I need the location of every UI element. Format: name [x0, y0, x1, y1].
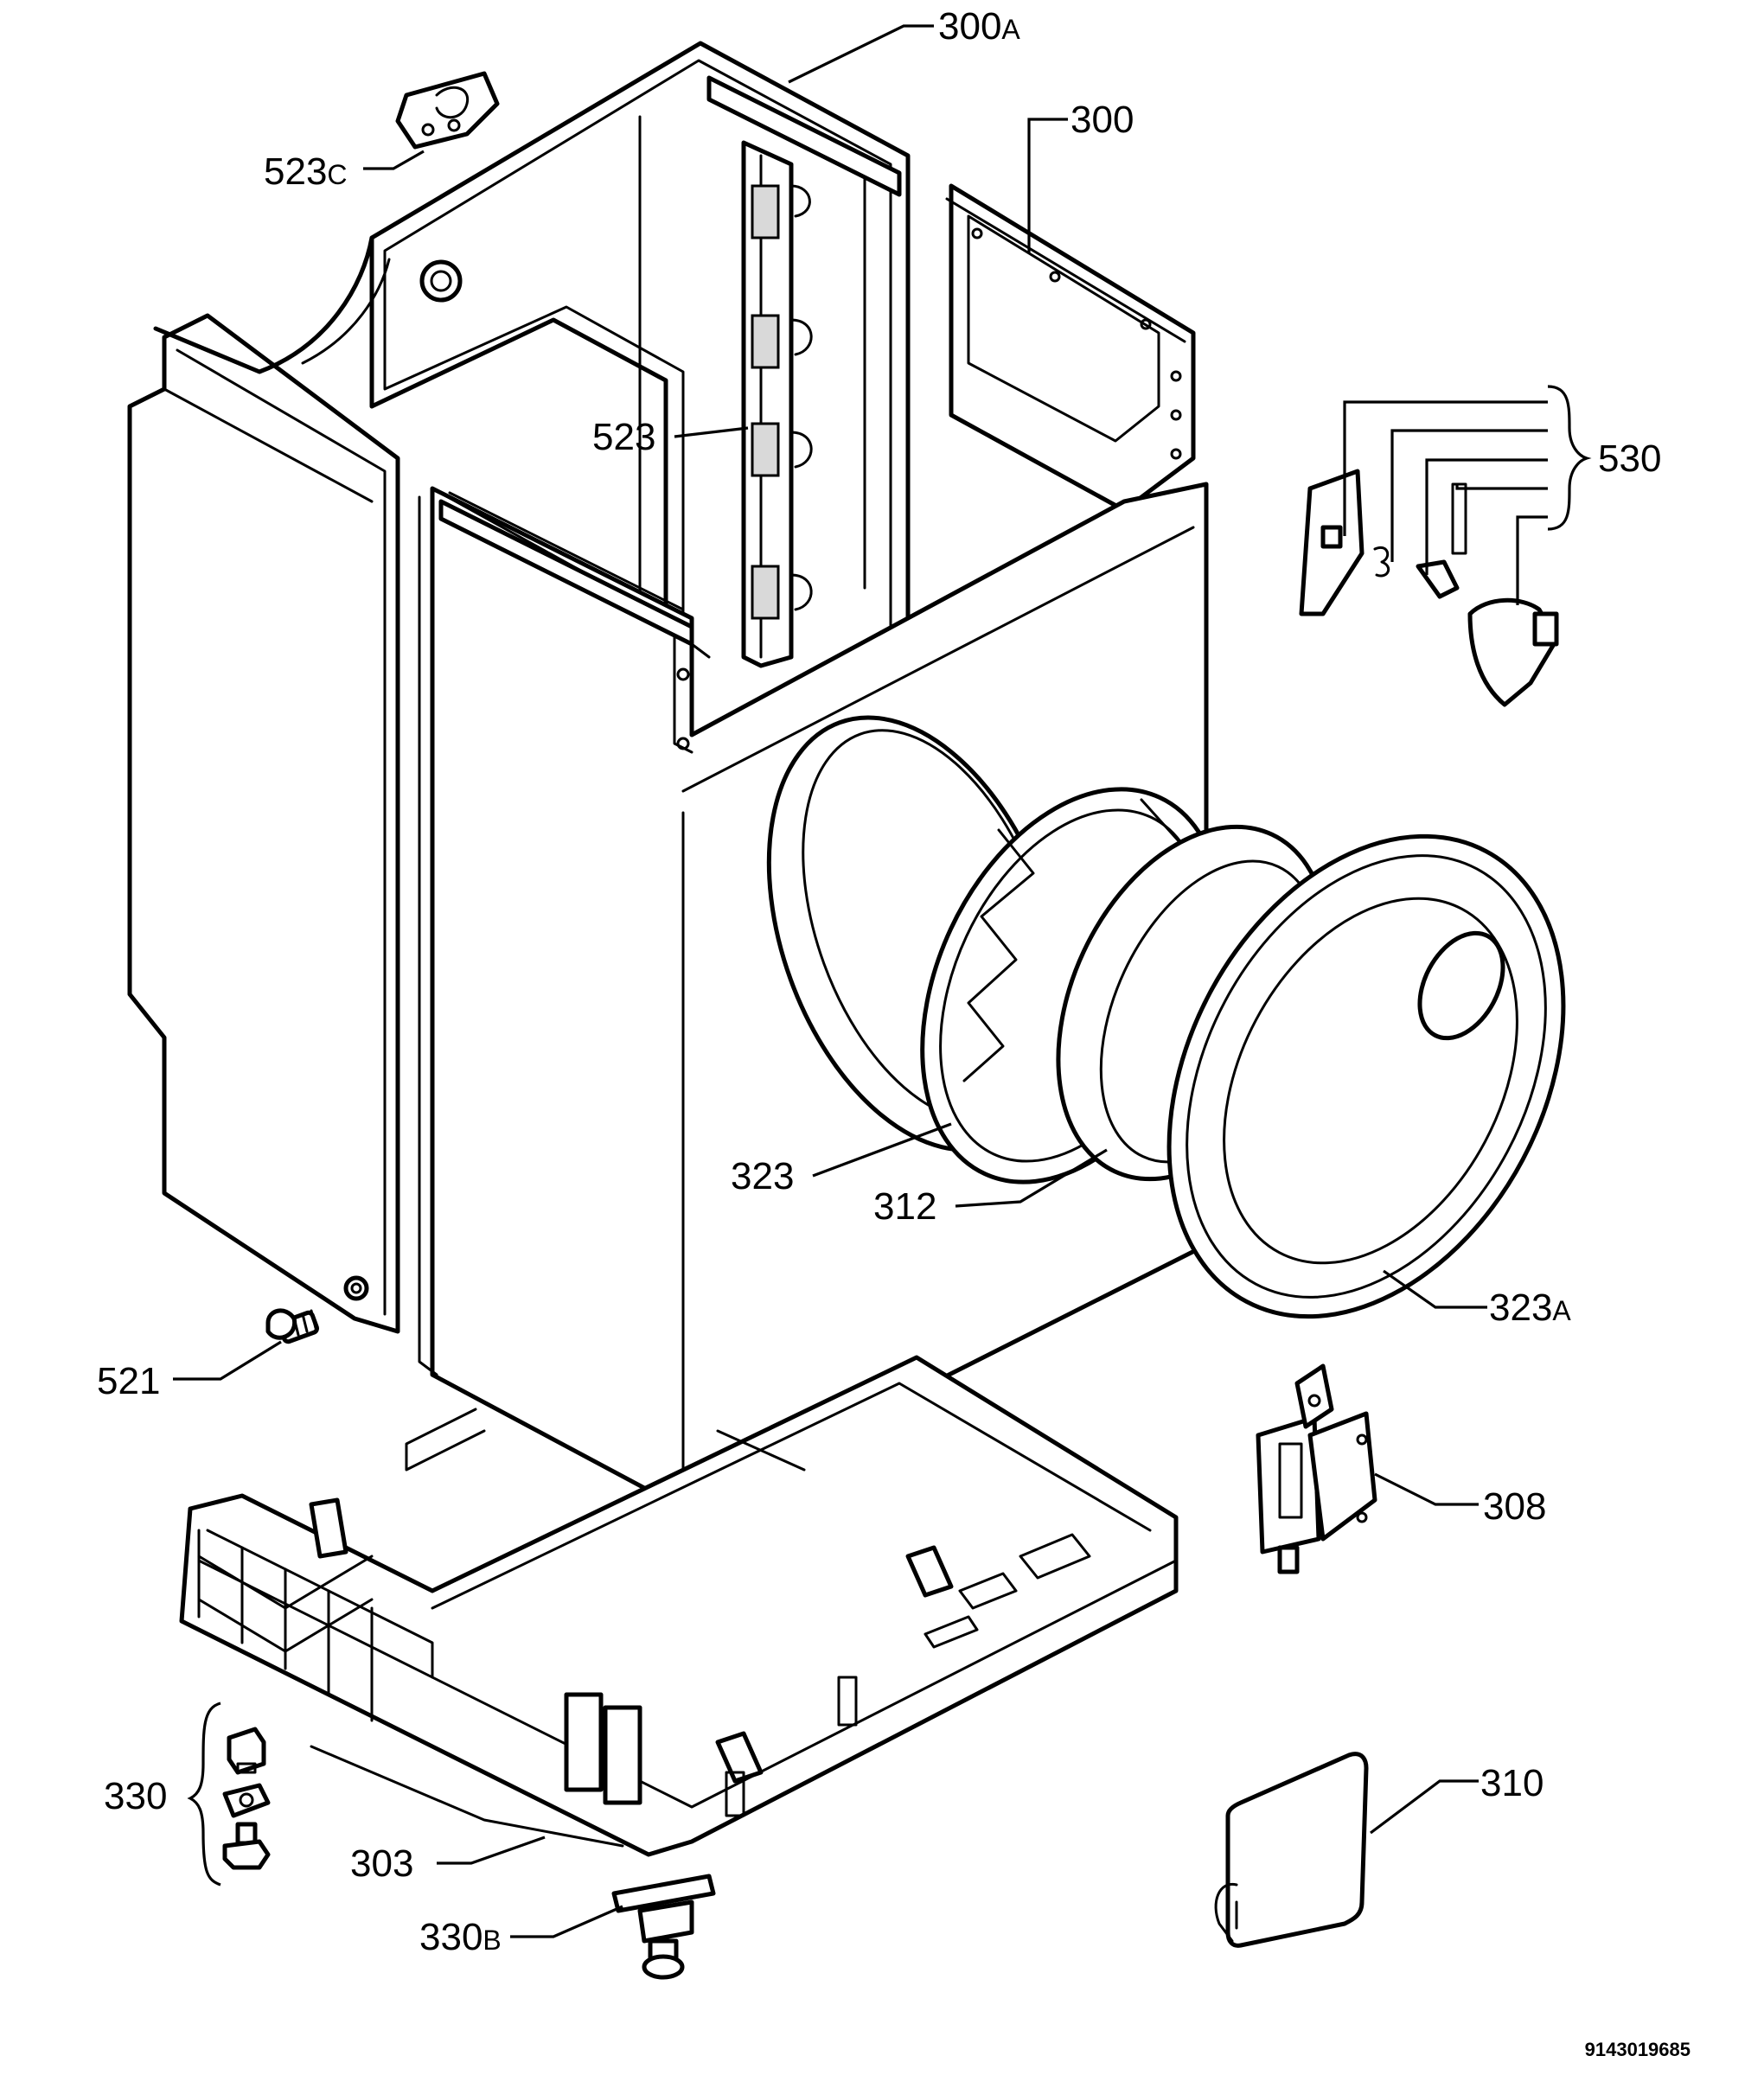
label-312: 312 — [873, 1185, 936, 1228]
label-330: 330 — [104, 1775, 167, 1817]
label-300: 300 — [1071, 99, 1134, 141]
label-323a: 323A — [1489, 1286, 1571, 1329]
part-labels: 300A 300 523C 523 530 323 312 323A 521 3… — [97, 5, 1690, 2060]
label-523c: 523C — [264, 150, 348, 193]
flap-310 — [1214, 1752, 1369, 1948]
foot-330b — [611, 1874, 716, 1980]
label-323: 323 — [731, 1155, 794, 1197]
rail-523 — [741, 140, 813, 668]
label-521: 521 — [97, 1360, 160, 1402]
label-530: 530 — [1598, 437, 1661, 480]
screw-521 — [265, 1308, 319, 1344]
base-303 — [179, 1355, 1179, 1857]
lock-parts-530 — [1299, 469, 1559, 707]
door-assembly — [920, 787, 1566, 1319]
drawing-code: 9143019685 — [1585, 2039, 1690, 2060]
label-300a: 300A — [938, 5, 1020, 48]
hinge-308 — [1256, 1363, 1377, 1574]
label-523: 523 — [592, 416, 655, 458]
leader-lines — [173, 24, 1592, 1938]
label-310: 310 — [1480, 1762, 1544, 1804]
cabinet-300 — [127, 41, 1209, 1511]
label-330b: 330B — [419, 1916, 502, 1958]
clip-523c — [395, 71, 500, 150]
label-303: 303 — [350, 1842, 413, 1885]
label-308: 308 — [1483, 1485, 1546, 1528]
bolt-set-330 — [222, 1727, 271, 1870]
